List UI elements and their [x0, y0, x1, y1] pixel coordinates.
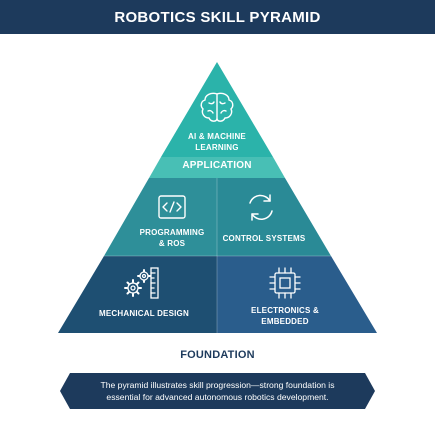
banner-shape: [60, 373, 375, 409]
refresh-cycle-icon: [249, 194, 273, 221]
header-bar: ROBOTICS SKILL PYRAMID: [0, 0, 435, 34]
foundation-label: FOUNDATION: [180, 349, 255, 361]
brain-icon: [200, 92, 234, 122]
tier-middle-left-label: PROGRAMMING & ROS: [122, 227, 222, 249]
tier-bottom-left-label: MECHANICAL DESIGN: [99, 309, 189, 318]
tier-top-label-line1: AI & MACHINE: [188, 132, 246, 141]
tier-bottom-right-label: ELECTRONICS & EMBEDDED: [233, 305, 337, 327]
banner-text-line1: The pyramid illustrates skill progressio…: [100, 380, 335, 390]
page-title: ROBOTICS SKILL PYRAMID: [114, 8, 321, 26]
gears-ruler-icon: [124, 267, 159, 299]
code-icon: [158, 195, 186, 219]
banner-text: The pyramid illustrates skill progressio…: [74, 377, 361, 405]
tier-bottom-right-label-line2: EMBEDDED: [261, 317, 309, 326]
banner-text-line2: essential for advanced autonomous roboti…: [106, 392, 329, 402]
tier-bottom-right-label-line1: ELECTRONICS &: [251, 306, 319, 315]
tier-middle-left-label-line1: PROGRAMMING: [139, 228, 205, 237]
pyramid-tier-middle-right: [217, 178, 331, 256]
application-band-label: APPLICATION: [182, 160, 252, 171]
pyramid-tier-middle-left: [104, 178, 217, 256]
description-banner: The pyramid illustrates skill progressio…: [60, 373, 375, 409]
tier-top-label: AI & MACHINE LEARNING: [167, 131, 267, 153]
pyramid-band-application: [149, 157, 285, 178]
tier-middle-right-label: CONTROL SYSTEMS: [222, 234, 306, 243]
pyramid-tier-bottom-right: [217, 256, 377, 333]
tier-top-label-line2: LEARNING: [195, 143, 239, 152]
tier-middle-left-label-line2: & ROS: [158, 239, 186, 248]
pyramid-tier-bottom-left: [58, 256, 217, 333]
chip-icon: [269, 267, 301, 299]
